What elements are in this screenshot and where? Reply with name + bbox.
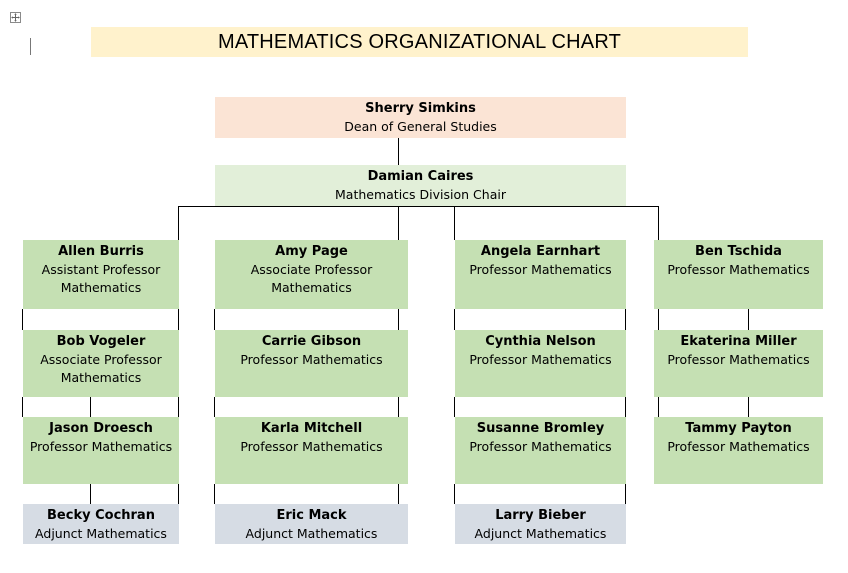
node-name: Bob Vogeler (56, 334, 146, 349)
node-member: Amy Page Associate Professor Mathematics (215, 240, 408, 309)
node-role: Professor Mathematics (469, 262, 612, 277)
node-role: Professor Mathematics (469, 352, 612, 367)
node-member: Tammy Payton Professor Mathematics (654, 417, 823, 484)
node-member: Karla Mitchell Professor Mathematics (215, 417, 408, 484)
node-role: Assistant Professor Mathematics (41, 262, 161, 295)
node-name: Allen Burris (58, 244, 144, 259)
node-name: Becky Cochran (47, 508, 155, 523)
node-name: Eric Mack (276, 508, 347, 523)
node-member: Cynthia Nelson Professor Mathematics (455, 330, 626, 397)
node-member: Ben Tschida Professor Mathematics (654, 240, 823, 309)
node-role: Adjunct Mathematics (35, 526, 167, 541)
node-role: Mathematics Division Chair (335, 187, 506, 202)
node-role: Professor Mathematics (469, 439, 612, 454)
node-role: Dean of General Studies (344, 119, 497, 134)
node-member: Jason Droesch Professor Mathematics (23, 417, 179, 484)
node-name: Angela Earnhart (480, 244, 601, 259)
node-name: Susanne Bromley (476, 421, 605, 436)
node-chair: Damian Caires Mathematics Division Chair (215, 165, 626, 206)
node-role: Professor Mathematics (29, 439, 173, 454)
node-role: Professor Mathematics (240, 352, 383, 367)
node-role: Associate Professor Mathematics (250, 262, 373, 295)
node-member: Ekaterina Miller Professor Mathematics (654, 330, 823, 397)
node-name: Carrie Gibson (261, 334, 362, 349)
node-dean: Sherry Simkins Dean of General Studies (215, 97, 626, 138)
node-role: Professor Mathematics (667, 352, 810, 367)
node-adjunct: Larry Bieber Adjunct Mathematics (455, 504, 626, 544)
node-member: Carrie Gibson Professor Mathematics (215, 330, 408, 397)
node-member: Allen Burris Assistant Professor Mathema… (23, 240, 179, 309)
node-name: Jason Droesch (49, 421, 153, 436)
node-name: Ekaterina Miller (680, 334, 797, 349)
node-member: Susanne Bromley Professor Mathematics (455, 417, 626, 484)
node-member: Angela Earnhart Professor Mathematics (455, 240, 626, 309)
node-name: Ben Tschida (695, 244, 782, 259)
chart-title-text: MATHEMATICS ORGANIZATIONAL CHART (217, 30, 622, 53)
node-name: Larry Bieber (495, 508, 586, 523)
chart-title: MATHEMATICS ORGANIZATIONAL CHART (91, 27, 748, 57)
text-cursor (30, 38, 31, 55)
node-name: Amy Page (275, 244, 348, 259)
node-member: Bob Vogeler Associate Professor Mathemat… (23, 330, 179, 397)
node-role: Professor Mathematics (240, 439, 383, 454)
node-role: Professor Mathematics (667, 262, 810, 277)
node-role: Adjunct Mathematics (474, 526, 607, 541)
node-adjunct: Becky Cochran Adjunct Mathematics (23, 504, 179, 544)
node-name: Cynthia Nelson (485, 334, 596, 349)
node-name: Sherry Simkins (365, 101, 476, 116)
node-name: Karla Mitchell (260, 421, 363, 436)
table-move-handle-icon[interactable] (10, 12, 21, 23)
node-name: Tammy Payton (685, 421, 792, 436)
node-adjunct: Eric Mack Adjunct Mathematics (215, 504, 408, 544)
node-name: Damian Caires (367, 169, 474, 184)
node-role: Professor Mathematics (667, 439, 810, 454)
node-role: Adjunct Mathematics (245, 526, 378, 541)
node-role: Associate Professor Mathematics (40, 352, 162, 385)
